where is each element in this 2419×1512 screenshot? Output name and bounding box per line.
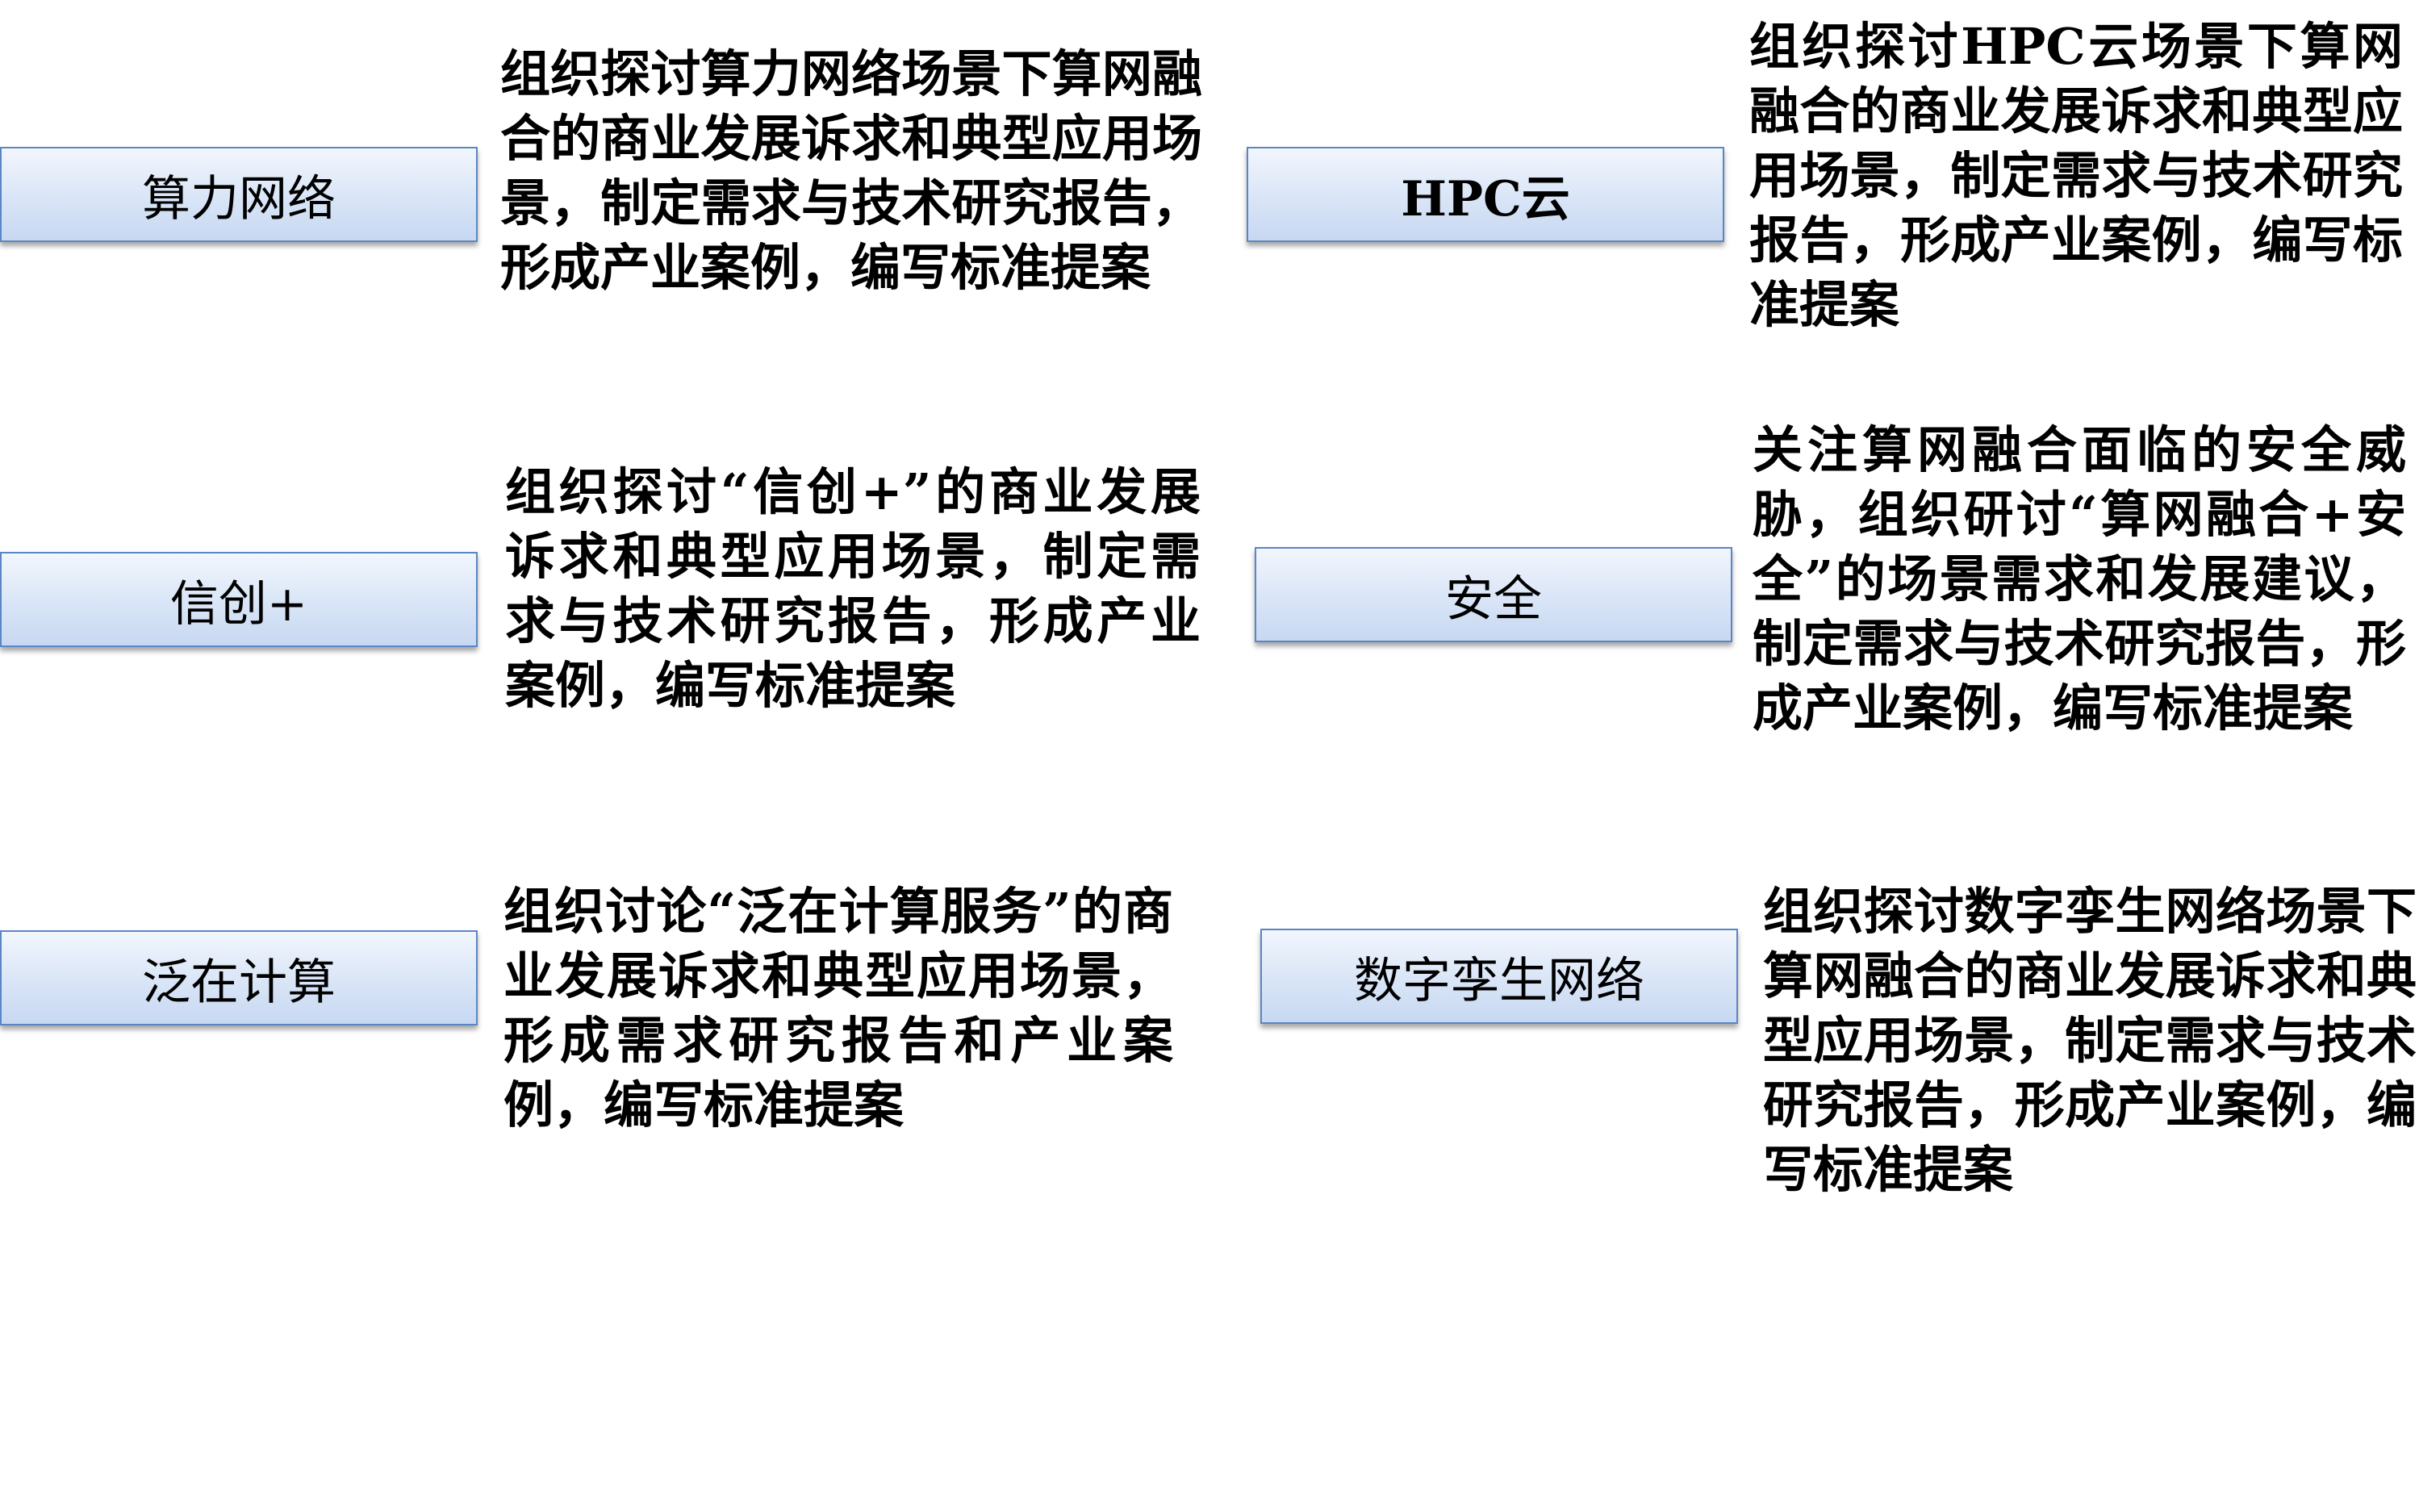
label-text: 算力网络 [142,170,336,228]
label-box-security: 安全 [1255,547,1732,642]
label-box-ubiquitous-computing: 泛在计算 [0,930,478,1025]
label-text: HPC云 [1401,170,1570,228]
description-computing-network: 组织探讨算力网络场景下算网融合的商业发展诉求和典型应用场景，制定需求与技术研究报… [500,44,1202,297]
label-box-hpc-cloud: HPC云 [1247,147,1724,242]
label-box-digital-twin-network: 数字孪生网络 [1260,929,1738,1024]
label-box-computing-network: 算力网络 [0,147,478,242]
label-box-xinchuang-plus: 信创+ [0,552,478,647]
description-hpc-cloud: 组织探讨HPC云场景下算网融合的商业发展诉求和典型应用场景，制定需求与技术研究报… [1749,17,2403,334]
description-xinchuang-plus: 组织探讨“信创+”的商业发展诉求和典型应用场景，制定需求与技术研究报告，形成产业… [505,462,1201,715]
description-ubiquitous-computing: 组织讨论“泛在计算服务”的商业发展诉求和典型应用场景，形成需求研究报告和产业案例… [503,882,1173,1134]
description-digital-twin-network: 组织探讨数字孪生网络场景下算网融合的商业发展诉求和典型应用场景，制定需求与技术研… [1763,882,2417,1199]
label-text: 信创+ [169,575,308,633]
description-security: 关注算网融合面临的安全威胁，组织研讨“算网融合+安全”的场景需求和发展建议，制定… [1753,420,2406,737]
label-text: 安全 [1445,570,1542,628]
label-text: 数字孪生网络 [1354,952,1644,1009]
label-text: 泛在计算 [142,954,336,1011]
